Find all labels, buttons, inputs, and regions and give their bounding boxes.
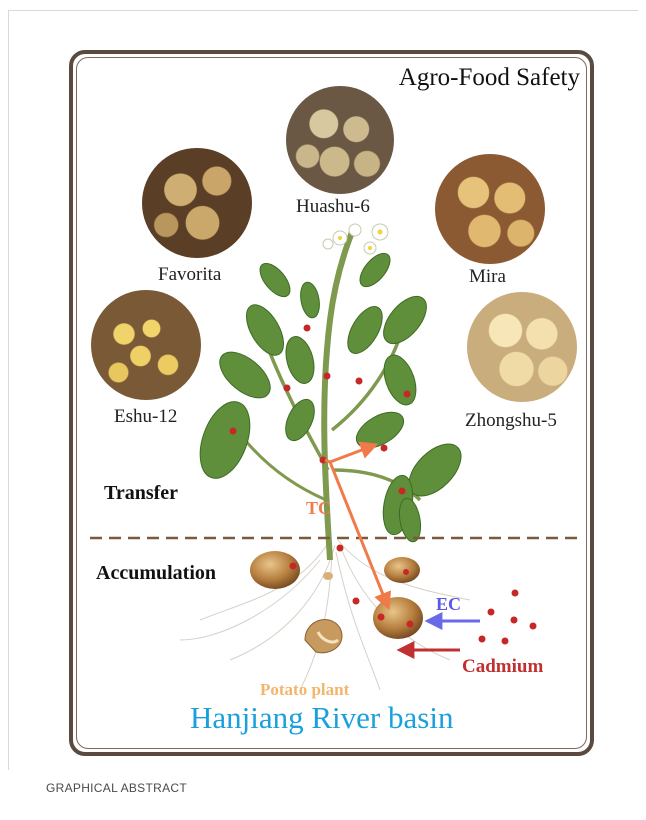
cadmium-dots-soil <box>479 590 537 645</box>
graphical-abstract-caption: GRAPHICAL ABSTRACT <box>46 781 187 795</box>
tc-arrows <box>325 445 388 607</box>
tc-label: TC <box>306 498 331 519</box>
hanjiang-river-basin-label: Hanjiang River basin <box>190 700 453 736</box>
favorita-potato-photo <box>142 148 252 258</box>
variety-label-huashu-6: Huashu-6 <box>296 196 370 218</box>
huashu-6-potato-photo <box>286 86 394 194</box>
variety-label-zhongshu-5: Zhongshu-5 <box>465 410 557 432</box>
variety-label-favorita: Favorita <box>158 264 221 286</box>
variety-label-eshu-12: Eshu-12 <box>114 406 177 428</box>
zhongshu-5-potato-photo <box>467 292 577 402</box>
variety-label-mira: Mira <box>469 266 506 288</box>
roots <box>180 540 470 690</box>
transfer-label: Transfer <box>104 482 178 505</box>
ec-label: EC <box>436 594 461 615</box>
accumulation-label: Accumulation <box>96 562 216 585</box>
mira-potato-photo <box>435 154 545 264</box>
potato-plant-label: Potato plant <box>260 680 349 700</box>
cadmium-label: Cadmium <box>462 656 543 678</box>
eshu-12-potato-photo <box>91 290 201 400</box>
agro-food-safety-title: Agro-Food Safety <box>399 64 580 92</box>
flowers <box>323 224 388 254</box>
